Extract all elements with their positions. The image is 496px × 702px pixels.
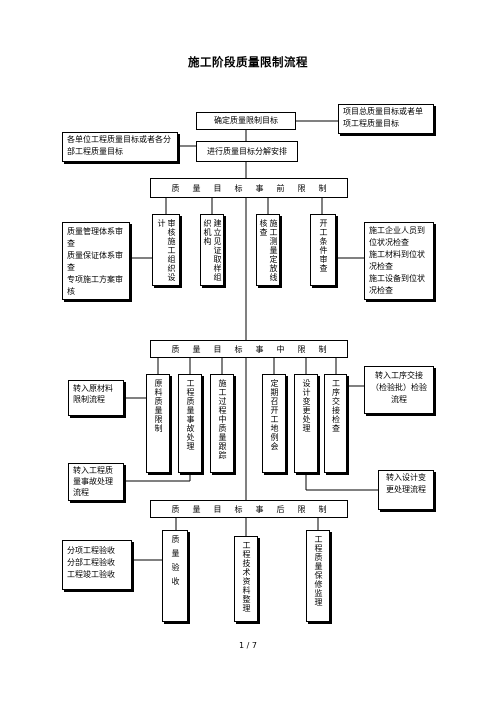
- post-column-quality-acceptance: 质量验收: [162, 530, 188, 622]
- mid-left-note-materials: 转入原材料限制流程: [68, 380, 124, 416]
- mid-column-design-change: 设计变更处理: [294, 374, 318, 473]
- mid-column-handover-check: 工序交接检查: [324, 374, 347, 473]
- unit-goal-note: 各单位工程质量目标或者各分部工程质量目标: [62, 132, 178, 162]
- pre-left-note: 质量管理体系审查 质量保证体系审查 专项施工方案审核: [62, 222, 130, 300]
- page-title: 施工阶段质量限制流程: [188, 55, 308, 69]
- mid-column-accident-handling: 工程质量事故处理: [178, 374, 202, 473]
- mid-column-material-quality: 原料质量限制: [146, 374, 170, 473]
- pre-control-bar: 质 量 目 标 事 前 限 制: [150, 178, 348, 198]
- mid-right-note-handover: 转入工序交接（检验批）检验流程: [364, 366, 434, 414]
- mid-control-bar: 质 量 目 标 事 中 限 制: [150, 340, 348, 358]
- pre-column-construction-design: 审核施工组织设计: [152, 214, 180, 286]
- pre-column-survey-check: 施工测量定放线核查: [256, 214, 280, 286]
- page-number: 1 / 7: [239, 641, 257, 650]
- pre-right-note: 施工企业人员到位状况检查 施工材料到位状况检查 施工设备到位状况检查: [364, 222, 434, 300]
- mid-column-process-tracking: 施工过程中质量跟踪: [210, 374, 234, 473]
- post-column-warranty-supervision: 工程质量保修监理: [306, 530, 330, 622]
- post-control-bar: 质 量 目 标 事 后 限 制: [150, 500, 348, 518]
- mid-left-note-accident: 转入工程质量事故处理流程: [68, 463, 124, 501]
- determine-goal-box: 确定质量限制目标: [196, 112, 296, 130]
- post-left-note: 分项工程验收 分部工程验收 工程竣工验收: [62, 540, 132, 590]
- pre-column-witness-sampling: 建立见证取样组织机构: [200, 214, 224, 286]
- mid-column-site-meeting: 定期召开工地例会: [262, 374, 286, 473]
- decompose-goal-box: 进行质量目标分解安排: [196, 141, 298, 162]
- mid-right-note-design-change: 转入设计变更处理流程: [378, 470, 434, 510]
- project-goal-note: 项目总质量目标或者单项工程质量目标: [338, 104, 434, 134]
- post-column-technical-documents: 工程技术资料整理: [234, 536, 258, 622]
- pre-column-start-conditions: 开工条件审查: [310, 214, 336, 286]
